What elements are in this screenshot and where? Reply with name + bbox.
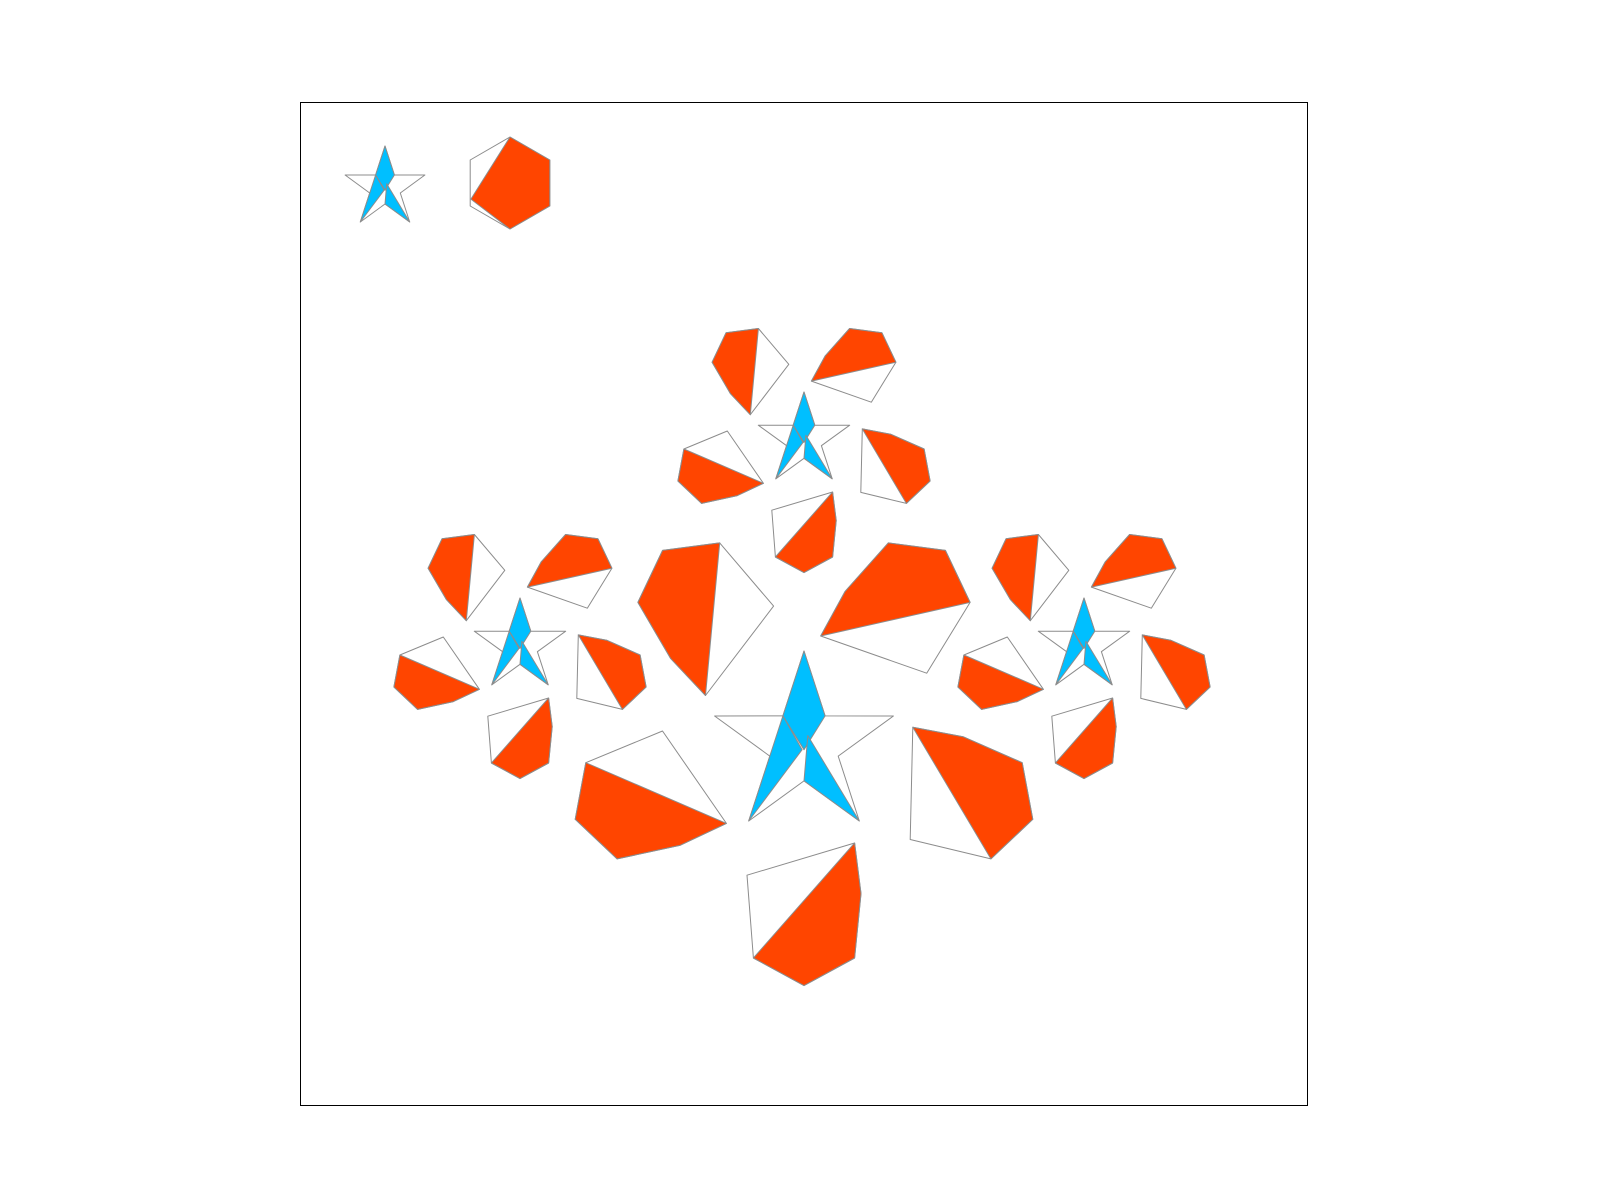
cluster-right-star [1037,597,1131,686]
cluster-left-petal-2 [576,634,647,710]
cluster-left-petal-5-fill [427,534,475,622]
legend-star-icon [344,145,426,223]
cluster-center-star-right-facet [803,735,860,822]
cluster-center-petal-1 [820,542,971,674]
cluster-top-petal-4 [677,430,764,504]
cluster-left-star-right-facet [519,640,549,686]
cluster-right-petal-3-fill [1054,697,1117,780]
cluster-center [574,542,1034,987]
cluster-right-star-upper-facet [1072,597,1096,649]
cluster-left-petal-4-fill [393,654,480,710]
cluster-center-petal-5 [637,542,775,696]
cluster-top-petal-5-fill [711,328,759,416]
cluster-center-petal-4 [574,730,727,860]
cluster-top-petal-3 [771,491,837,574]
legend-star-icon-right-facet [384,183,411,223]
cluster-top-star [757,391,851,480]
cluster-right-petal-2-fill [1141,634,1211,710]
cluster-top-star-left-facet [775,424,804,480]
cluster-center-petal-1-fill [820,542,971,637]
cluster-top-star-right-facet [803,434,833,480]
cluster-center-star-left-facet [748,715,803,822]
cluster-center-star-upper-facet [782,650,826,751]
cluster-top-star-upper-facet [792,391,816,443]
figure-frame [300,102,1308,1106]
cluster-top-petal-5 [711,328,790,416]
cluster-left-petal-1-fill [526,534,613,588]
cluster-top-petal-1 [810,328,897,403]
cluster-left-petal-1 [526,534,613,609]
cluster-right-petal-4 [957,636,1044,710]
cluster-right-petal-2 [1140,634,1211,710]
cluster-top-petal-3-fill [774,491,837,574]
cluster-right-petal-1 [1090,534,1177,609]
legend-star-icon-upper-facet [375,145,395,191]
cluster-center-petal-3-fill [752,842,862,987]
cluster-left-petal-4 [393,636,480,710]
cluster-top-petal-2-fill [861,428,931,504]
cluster-left-star [473,597,567,686]
cluster-group [393,328,1211,987]
cluster-right-star-right-facet [1083,640,1113,686]
legend [344,136,551,230]
cluster-left-star-upper-facet [508,597,532,649]
cluster-right-petal-3 [1051,697,1117,780]
cluster-right-petal-5-fill [991,534,1039,622]
cluster-left-petal-3-fill [490,697,553,780]
cluster-top [677,328,931,574]
cluster-top-petal-2 [860,428,931,504]
cluster-center-petal-2 [909,726,1034,860]
cluster-right-petal-4-fill [957,654,1044,710]
cluster-left-petal-3 [487,697,553,780]
cluster-right-petal-5 [991,534,1070,622]
cluster-left-star-left-facet [491,630,520,686]
legend-hexagon-icon [469,136,551,230]
cluster-center-petal-4-fill [574,762,727,860]
cluster-center-petal-5-fill [637,542,721,696]
cluster-right-petal-1-fill [1090,534,1177,588]
legend-star-icon-left-facet [359,174,385,223]
cluster-left-petal-2-fill [577,634,647,710]
cluster-right [957,534,1211,780]
cluster-center-petal-2-fill [912,726,1034,860]
cluster-left [393,534,647,780]
cluster-center-star [714,650,894,822]
cluster-left-petal-5 [427,534,506,622]
cluster-top-petal-4-fill [677,448,764,504]
cluster-top-petal-1-fill [810,328,897,382]
cluster-center-petal-3 [746,842,862,987]
cluster-right-star-left-facet [1055,630,1084,686]
legend-hexagon-fill [470,136,551,230]
